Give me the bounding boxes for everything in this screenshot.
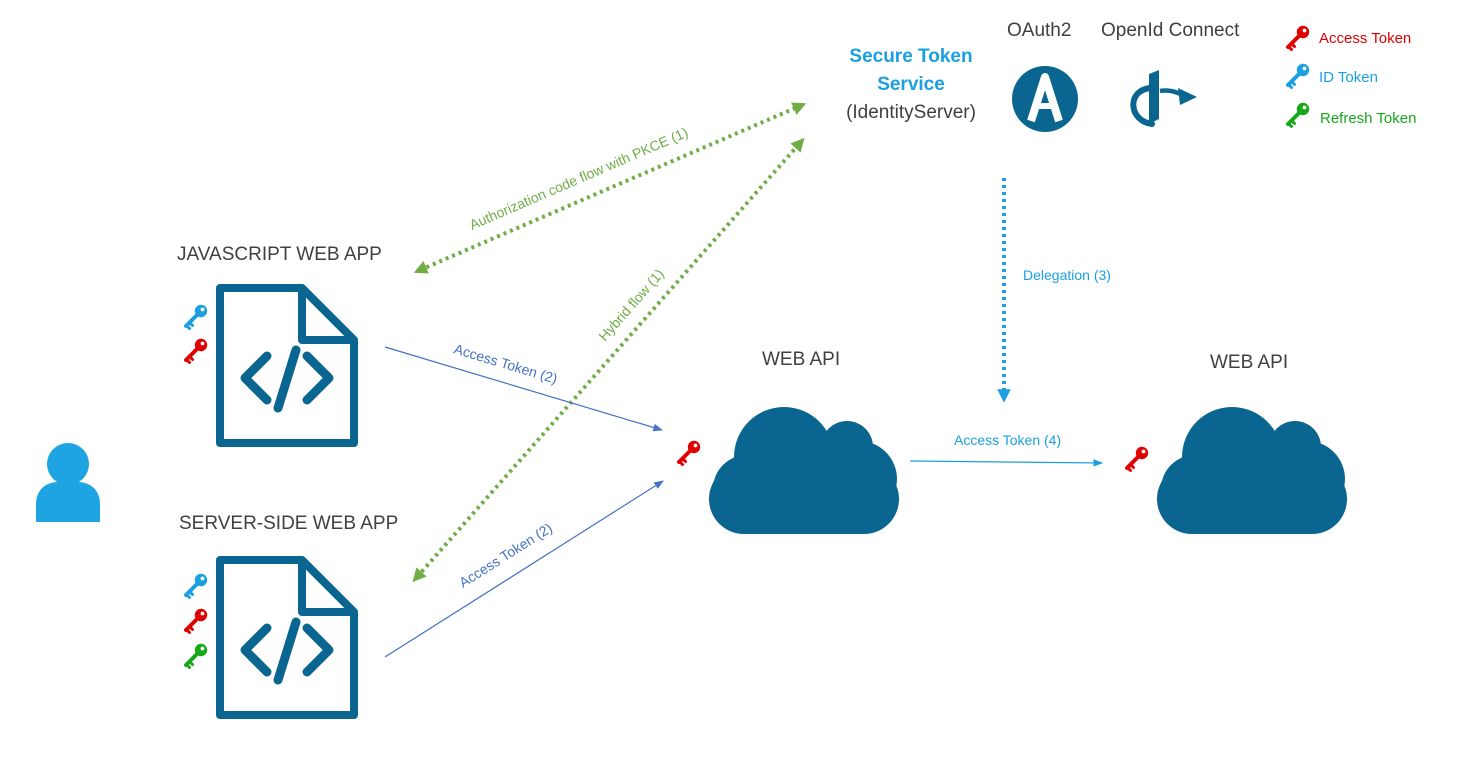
hybrid-flow-label: Hybrid flow (1) [595, 266, 667, 344]
server-app-title: SERVER-SIDE WEB APP [179, 513, 399, 534]
sts-title-line2: Service [877, 74, 945, 95]
web-api-2-access-key-icon [1125, 444, 1151, 473]
openid-logo-icon [1130, 70, 1197, 127]
web-api-2-title: WEB API [1210, 352, 1289, 373]
legend-id-key-icon [1286, 61, 1312, 90]
sts-title-line1: Secure Token [849, 46, 973, 67]
web-api-1-title: WEB API [762, 349, 841, 370]
js-id-key-icon [184, 302, 210, 331]
server-id-key-icon [184, 571, 210, 600]
js-app-document-icon [220, 288, 354, 443]
hybrid-flow-arrow [412, 137, 805, 583]
legend-id-token-label: ID Token [1319, 69, 1378, 86]
web-api-2-cloud-icon [1157, 407, 1347, 534]
web-api-1-access-key-icon [677, 438, 703, 467]
auth-code-flow-arrow [413, 102, 807, 274]
js-access-token-arrow [384, 346, 663, 432]
api-access-token-label: Access Token (4) [954, 432, 1062, 448]
legend-access-token-label: Access Token [1319, 30, 1412, 47]
oauth2-label: OAuth2 [1007, 20, 1072, 41]
api-access-token-arrow [909, 459, 1103, 467]
sts-subtitle: (IdentityServer) [846, 102, 976, 123]
server-access-token-label: Access Token (2) [456, 520, 555, 591]
web-api-1-cloud-icon [709, 407, 899, 534]
legend-refresh-token-label: Refresh Token [1320, 110, 1417, 127]
legend-access-key-icon [1286, 23, 1312, 52]
js-app-title: JAVASCRIPT WEB APP [177, 244, 382, 265]
delegation-label: Delegation (3) [1023, 267, 1111, 283]
server-access-token-arrow [384, 480, 664, 658]
oauth2-logo-icon [1012, 66, 1078, 132]
user-icon [36, 443, 100, 522]
openid-connect-label: OpenId Connect [1101, 20, 1240, 41]
auth-code-flow-label: Authorization code flow with PKCE (1) [467, 124, 690, 233]
server-refresh-key-icon [184, 641, 210, 670]
server-access-key-icon [184, 606, 210, 635]
js-access-token-label: Access Token (2) [452, 341, 559, 387]
server-app-document-icon [220, 560, 354, 715]
legend-refresh-key-icon [1286, 100, 1312, 129]
js-access-key-icon [184, 336, 210, 365]
